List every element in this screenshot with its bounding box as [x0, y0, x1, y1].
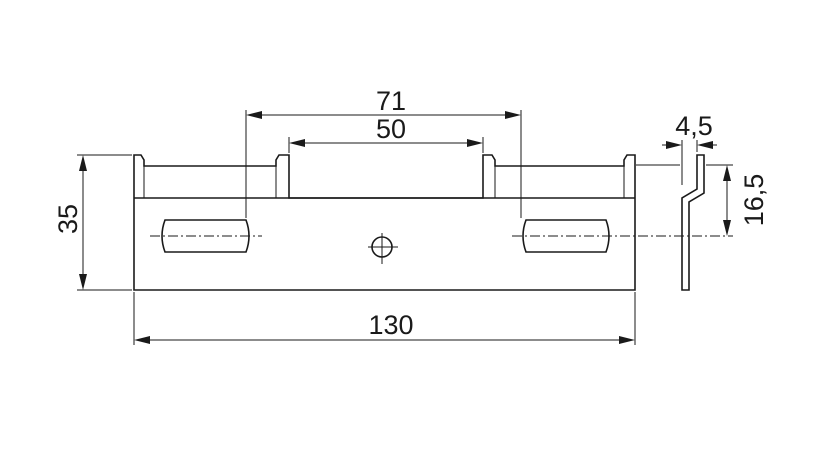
- arrow-50-left: [289, 139, 305, 147]
- plate-outline: [133, 154, 636, 291]
- right-slot: [522, 219, 610, 253]
- dim-35: 35: [53, 154, 132, 291]
- dim-label-4-5: 4,5: [675, 111, 713, 141]
- dim-130: 130: [133, 292, 636, 345]
- dim-16-5: 16,5: [723, 165, 769, 236]
- arrow-130-right: [619, 336, 635, 344]
- arrow-35-top: [79, 155, 87, 171]
- arrow-35-bottom: [79, 274, 87, 290]
- front-view: [133, 154, 733, 291]
- dim-label-71: 71: [376, 86, 406, 116]
- dim-label-35: 35: [53, 204, 83, 234]
- dim-label-16-5: 16,5: [739, 174, 769, 227]
- arrow-71-left: [246, 111, 262, 119]
- arrow-50-right: [467, 139, 483, 147]
- arrow-4-5-right: [697, 141, 713, 149]
- dim-4-5: 4,5: [662, 111, 717, 149]
- arrow-4-5-left: [666, 141, 682, 149]
- side-view: [636, 140, 733, 291]
- arrow-71-right: [505, 111, 521, 119]
- arrow-16-5-top: [723, 165, 731, 181]
- side-profile: [681, 154, 705, 291]
- dim-label-130: 130: [368, 310, 413, 340]
- dim-label-50: 50: [376, 114, 406, 144]
- dim-50: 50: [288, 114, 484, 153]
- arrow-16-5-bottom: [723, 220, 731, 236]
- arrow-130-left: [134, 336, 150, 344]
- dim-71: 71: [245, 86, 522, 218]
- left-slot: [161, 219, 250, 253]
